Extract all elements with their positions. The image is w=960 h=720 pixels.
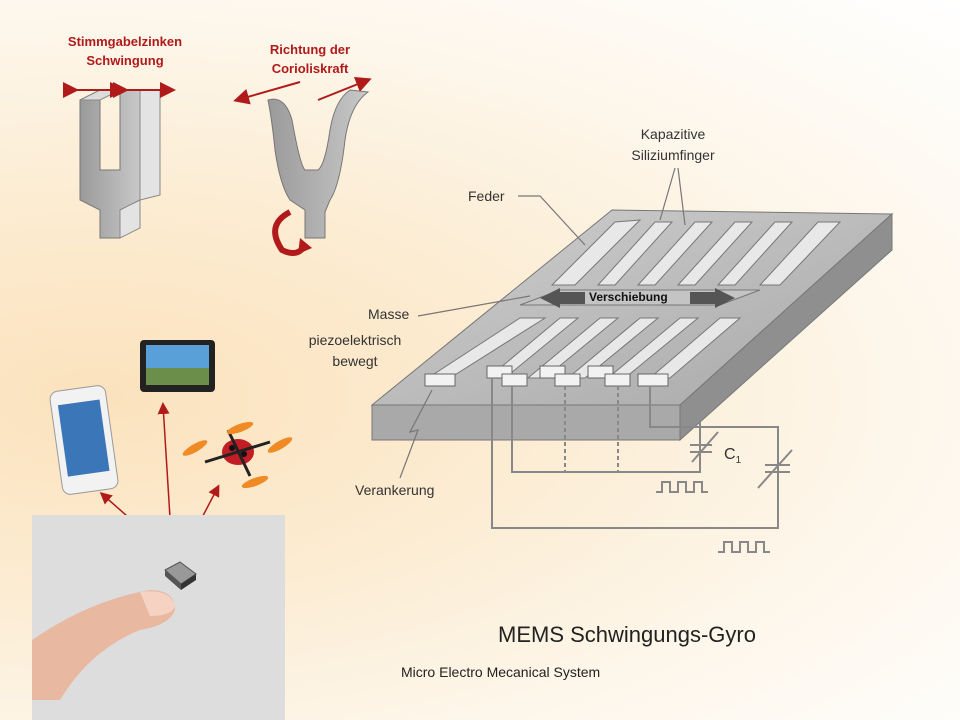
label-displacement: Verschiebung	[589, 290, 668, 304]
label-coriolis-direction: Richtung der Corioliskraft	[269, 42, 351, 76]
navigation-device-icon	[140, 340, 215, 392]
label-spring: Feder	[468, 188, 505, 204]
capacitive-fingers-back	[550, 219, 842, 286]
smartphone-icon	[49, 385, 119, 495]
tuning-fork-straight	[79, 89, 161, 239]
coriolis-arrow-left	[233, 81, 301, 105]
label-piezo: piezoelektrisch bewegt	[308, 332, 402, 369]
mems-chip-icon	[164, 561, 197, 590]
quadcopter-icon	[182, 421, 293, 489]
coriolis-arrow-right	[317, 77, 372, 101]
circuit-wiring	[491, 378, 793, 553]
fingertip-image	[32, 515, 285, 720]
pointer-lines	[399, 167, 686, 479]
label-capacitor: C1	[724, 446, 742, 467]
displacement-arrow-right	[690, 288, 735, 308]
mems-chip	[370, 209, 894, 442]
label-anchoring: Verankerung	[355, 482, 435, 498]
page-subtitle: Micro Electro Mecanical System	[401, 664, 601, 680]
page-title: MEMS Schwingungs-Gyro	[498, 622, 756, 647]
tuning-fork-bent	[267, 89, 370, 239]
label-tuning-fork-oscillation: Stimmgabelzinken Schwingung	[67, 34, 183, 68]
displacement-arrow-left	[540, 288, 585, 308]
anchor-pads	[424, 365, 669, 387]
label-mass: Masse	[368, 306, 410, 322]
capacitive-fingers-front	[426, 317, 742, 379]
label-capacitive-fingers: Kapazitive Siliziumfinger	[631, 126, 715, 163]
